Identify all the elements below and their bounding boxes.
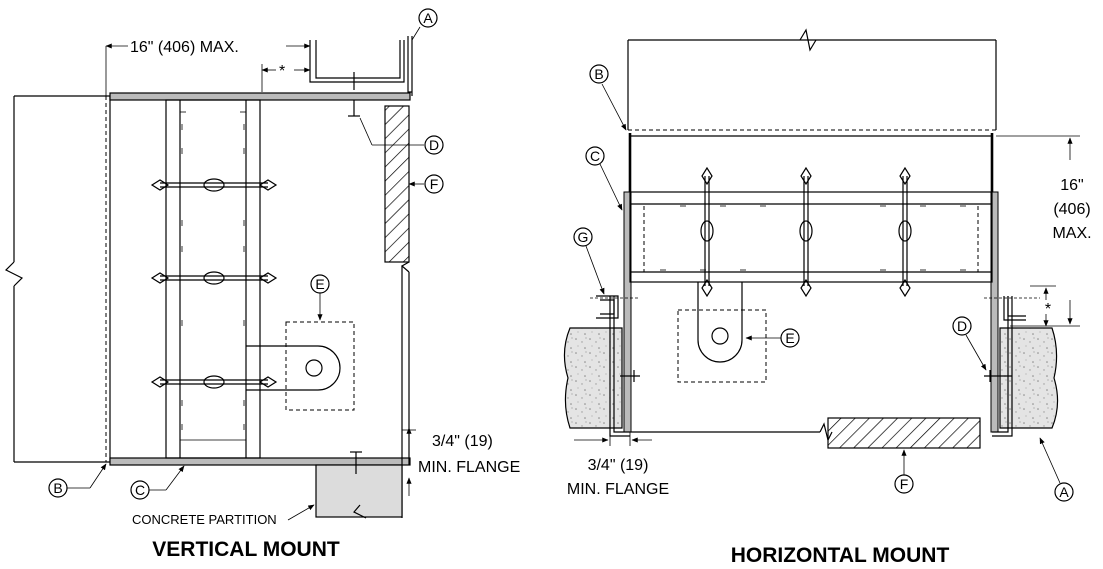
horizontal-callout-b: B xyxy=(594,66,603,82)
vertical-dim-max: 16" (406) MAX. xyxy=(130,39,239,56)
horizontal-dim-max-3: MAX. xyxy=(1052,225,1091,242)
vertical-flange-dim-2: MIN. FLANGE xyxy=(418,459,520,476)
vertical-mount-drawing: 16" (406) MAX. * 3/4" (19) MIN. FLANGE A… xyxy=(4,8,520,561)
fusible-link-3 xyxy=(150,375,278,389)
vertical-callout-b: B xyxy=(53,480,62,496)
vertical-flange-dim-1: 3/4" (19) xyxy=(432,433,493,450)
fusible-link-1 xyxy=(150,178,278,192)
vertical-callout-c: C xyxy=(135,482,145,498)
horizontal-flange-dim-2: MIN. FLANGE xyxy=(567,481,669,498)
vertical-mount-title: VERTICAL MOUNT xyxy=(152,538,340,561)
vertical-partition-label: CONCRETE PARTITION xyxy=(132,512,277,527)
horizontal-callout-d: D xyxy=(957,318,967,334)
horizontal-dim-max-2: (406) xyxy=(1053,201,1090,218)
horizontal-dim-max-1: 16" xyxy=(1060,177,1083,194)
horizontal-callout-f: F xyxy=(900,476,909,492)
blade-marks-horizontal xyxy=(660,205,966,271)
horizontal-mount-drawing: 16" (406) MAX. * 3/4" (19) MIN. FLANGE B… xyxy=(563,28,1092,567)
h-fusible-link-2 xyxy=(799,166,813,298)
vertical-callout-f: F xyxy=(430,176,439,192)
horizontal-asterisk: * xyxy=(1045,301,1051,318)
horizontal-flange-dim-1: 3/4" (19) xyxy=(588,457,649,474)
horizontal-callout-c: C xyxy=(590,148,600,164)
horizontal-mount-title: HORIZONTAL MOUNT xyxy=(731,544,950,567)
h-fusible-link-3 xyxy=(898,166,912,298)
horizontal-callout-g: G xyxy=(578,229,589,245)
blade-stack-marks xyxy=(180,111,246,441)
horizontal-callout-e: E xyxy=(785,330,794,346)
vertical-callout-e: E xyxy=(315,276,324,292)
fusible-link-2 xyxy=(150,271,278,285)
h-fusible-link-1 xyxy=(700,166,714,298)
vertical-callout-d: D xyxy=(429,137,439,153)
vertical-asterisk: * xyxy=(279,63,285,80)
horizontal-callout-a: A xyxy=(1059,484,1069,500)
vertical-callout-a: A xyxy=(423,10,433,26)
